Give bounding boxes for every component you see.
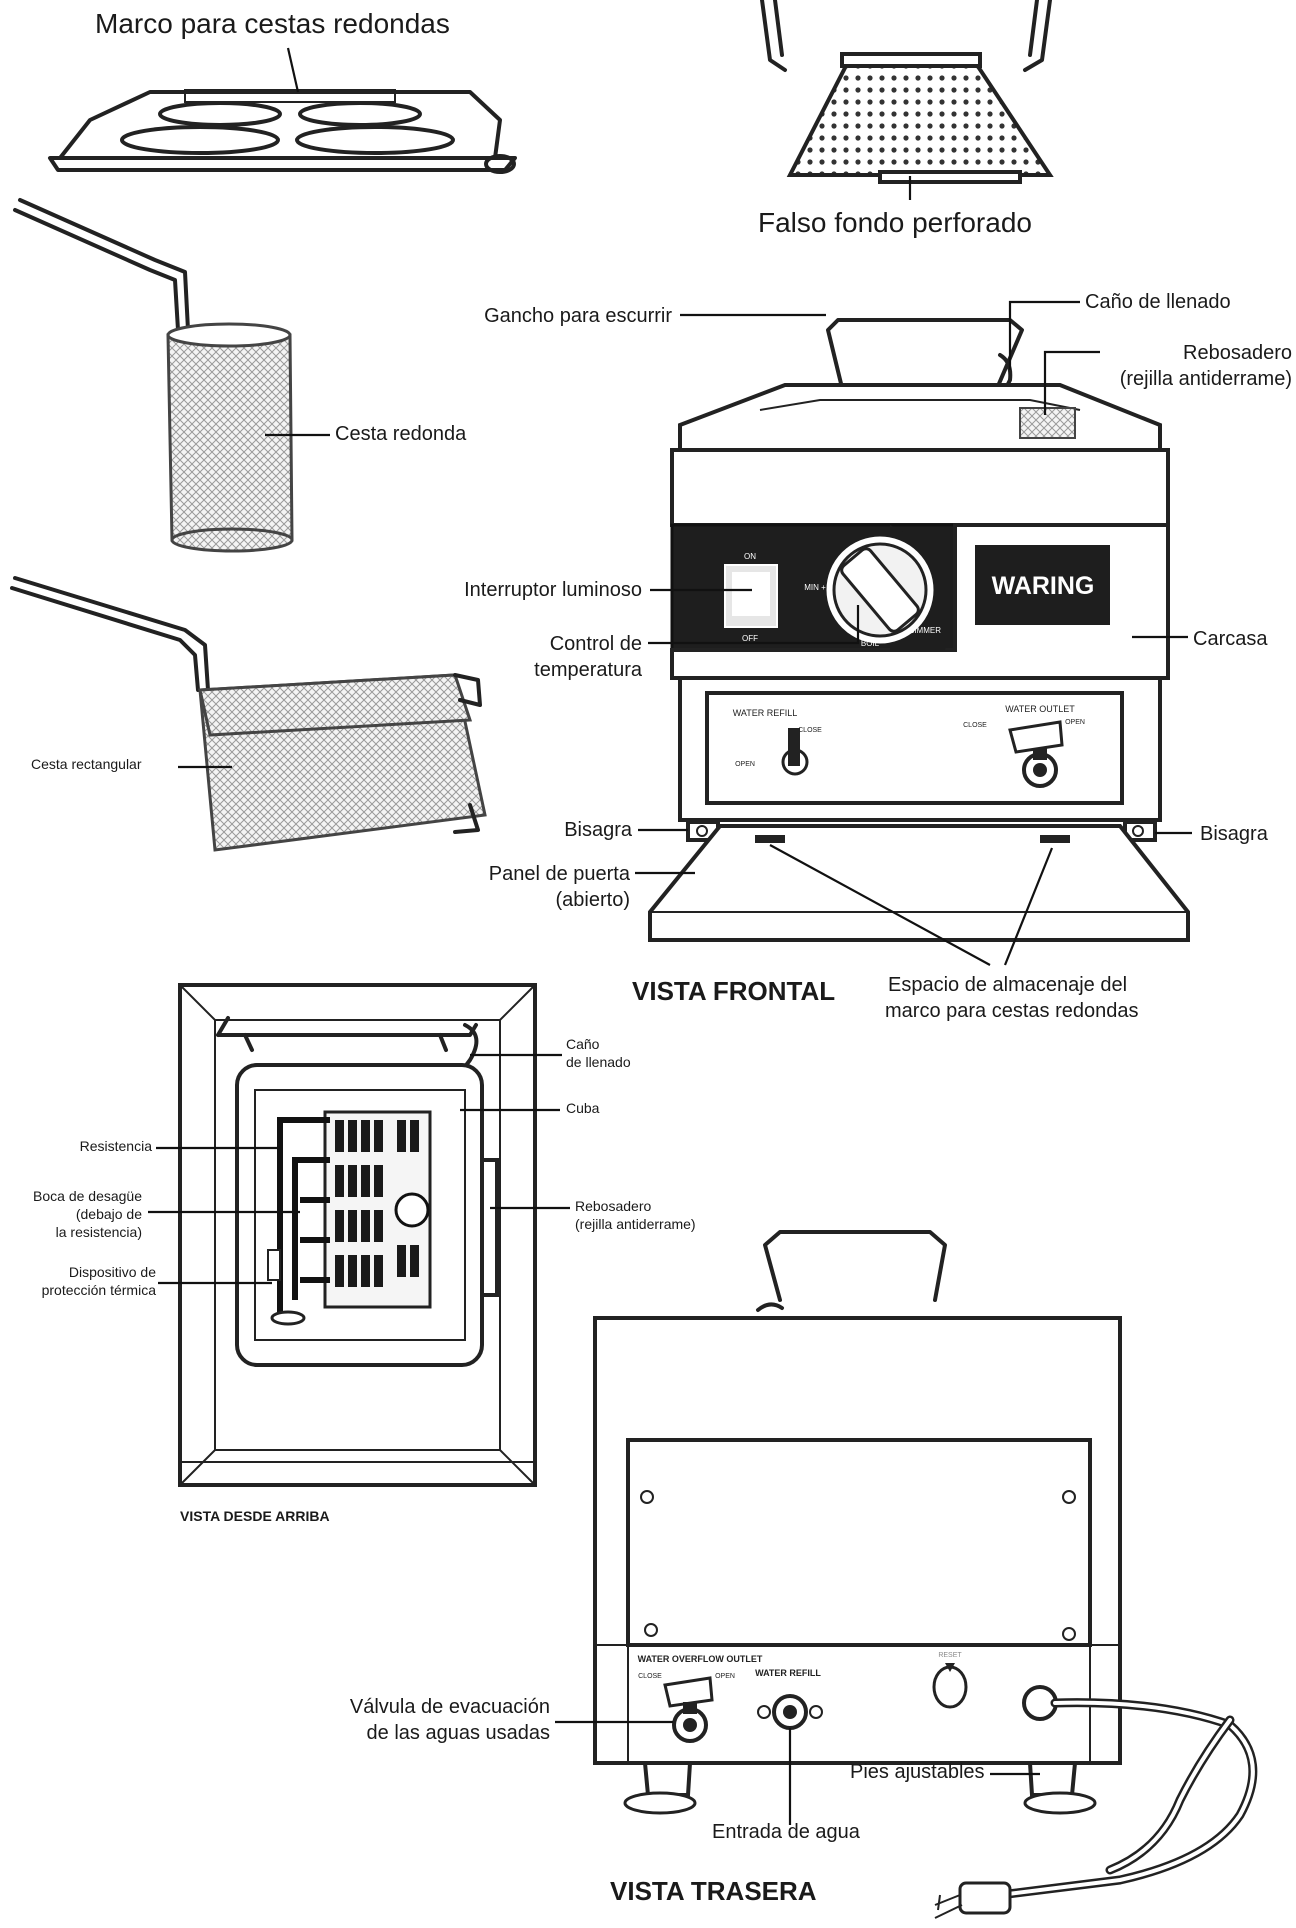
label-falso-fondo: Falso fondo perforado [758,207,1032,238]
water-outlet-close-text: CLOSE [963,722,987,729]
dial-boil-text: BOIL [861,639,880,648]
label-rebosadero-top-1: Rebosadero [575,1198,652,1214]
label-boca-3: la resistencia) [55,1224,142,1240]
overflow-close-text: CLOSE [638,1673,662,1680]
label-dispositivo-2: protección térmica [41,1282,156,1298]
label-cuba: Cuba [566,1100,600,1116]
label-gancho: Gancho para escurrir [484,305,672,327]
label-interruptor: Interruptor luminoso [464,579,642,601]
label-cesta-rectangular: Cesta rectangular [31,756,142,772]
round-basket [13,198,330,553]
rear-water-refill-text: WATER REFILL [755,1668,821,1678]
front-leaders [635,300,1192,966]
label-pies: Pies ajustables [850,1761,985,1783]
label-boca-1: Boca de desagüe [33,1188,142,1204]
water-outlet-open-text: OPEN [1065,719,1085,726]
front-view [648,318,1190,942]
switch-on-text: ON [744,552,756,561]
label-carcasa: Carcasa [1193,628,1268,650]
top-leaders [148,1053,570,1285]
label-control-1: Control de [549,633,642,655]
overflow-outlet-text: WATER OVERFLOW OUTLET [638,1654,763,1664]
round-basket-frame [48,47,517,174]
label-panel-2: (abierto) [555,889,630,911]
label-rebosadero-top-2: (rejilla antiderrame) [575,1216,696,1232]
device-printed-text: WARING ON OFF MIN + BOIL SIMMER WATER RE… [638,552,1095,1680]
label-entrada: Entrada de agua [712,1821,860,1843]
dial-min-text: MIN + [804,583,826,592]
label-boca-2: (debajo de [75,1206,142,1222]
water-outlet-text: WATER OUTLET [1005,704,1075,714]
label-cano-top-1: Caño [566,1036,600,1052]
label-valvula-2: de las aguas usadas [366,1722,550,1744]
overflow-open-text: OPEN [715,1673,735,1680]
perforated-false-bottom [760,0,1054,200]
rear-leaders [555,1720,1040,1825]
label-cesta-redonda: Cesta redonda [335,423,467,445]
label-bisagra-right: Bisagra [1200,823,1268,845]
brand-logo-text: WARING [992,572,1095,600]
label-dispositivo-1: Dispositivo de [68,1264,156,1280]
rear-view [593,1230,1258,1919]
title-vista-trasera: VISTA TRASERA [610,1876,817,1906]
top-view [178,983,537,1487]
label-espacio-2: marco para cestas redondas [885,1000,1139,1022]
dial-simmer-text: SIMMER [909,626,941,635]
label-cano-llenado-front: Caño de llenado [1085,291,1231,313]
label-panel-1: Panel de puerta [488,863,630,885]
label-rebosadero-front-2: (rejilla antiderrame) [1119,368,1292,390]
label-marco-cestas: Marco para cestas redondas [95,8,450,39]
label-control-2: temperatura [534,659,642,681]
label-valvula-1: Válvula de evacuación [349,1696,550,1718]
water-refill-text: WATER REFILL [733,708,798,718]
water-refill-close-text: CLOSE [798,727,822,734]
title-vista-arriba: VISTA DESDE ARRIBA [180,1508,330,1524]
label-espacio-1: Espacio de almacenaje del [888,974,1128,996]
label-bisagra-left: Bisagra [564,819,632,841]
reset-text: RESET [938,1652,962,1659]
water-refill-open-text: OPEN [735,761,755,768]
title-vista-frontal: VISTA FRONTAL [632,976,836,1006]
label-resistencia: Resistencia [79,1138,152,1154]
label-cano-top-2: de llenado [566,1054,631,1070]
label-rebosadero-front-1: Rebosadero [1183,342,1292,364]
rectangular-basket [10,576,487,852]
switch-off-text: OFF [742,634,758,643]
